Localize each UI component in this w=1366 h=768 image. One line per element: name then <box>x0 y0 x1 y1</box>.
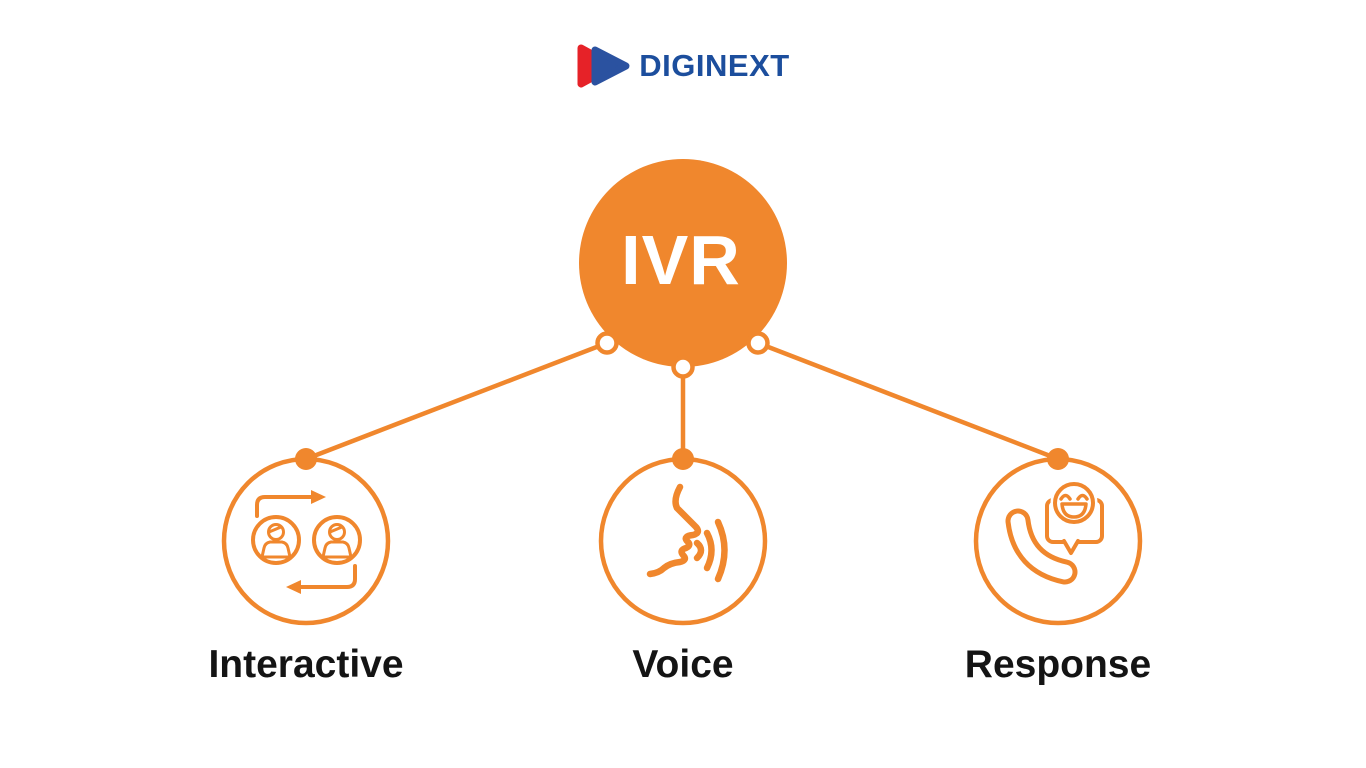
smiley-eye-right <box>1076 493 1089 501</box>
smiley-eye-left <box>1059 493 1072 501</box>
node-label-voice: Voice <box>632 643 734 686</box>
logo-triangle-blue <box>591 46 630 86</box>
face-profile-path <box>646 483 702 578</box>
node-label-response: Response <box>964 643 1152 686</box>
avatar-person-2 <box>312 515 362 565</box>
port-dot-right <box>746 331 770 355</box>
connector-line-left <box>305 340 608 462</box>
port-dot-left <box>595 331 619 355</box>
smiley-mouth <box>1060 502 1088 519</box>
arrow-right-head <box>311 490 326 504</box>
anchor-dot-interactive <box>295 448 317 470</box>
connector-line-right <box>757 340 1059 462</box>
voice-speech-icon <box>646 483 728 583</box>
anchor-dot-response <box>1047 448 1069 470</box>
sound-wave-large <box>714 518 728 583</box>
port-dot-middle <box>671 355 695 379</box>
node-circle-voice <box>598 456 768 626</box>
people-exchange-icon <box>251 490 362 594</box>
sound-wave-small <box>693 539 705 562</box>
anchor-dot-voice <box>672 448 694 470</box>
arrow-left-head <box>286 580 301 594</box>
root-node-label: IVR <box>621 221 741 299</box>
connector-lines <box>305 340 1059 462</box>
avatar-person-1 <box>251 515 301 565</box>
brand-logo: DIGINEXT <box>0 42 1366 90</box>
node-circle-interactive <box>221 456 391 626</box>
brand-logo-text: DIGINEXT <box>639 48 790 83</box>
sound-wave-medium <box>703 529 715 572</box>
node-label-interactive: Interactive <box>208 643 404 686</box>
speech-bubble-tail <box>1062 539 1080 555</box>
root-node-circle <box>579 159 787 367</box>
logo-play-triangles-icon <box>577 44 630 88</box>
root-port-dots <box>595 331 770 379</box>
phone-smiley-icon <box>1005 479 1104 585</box>
node-anchor-dots <box>295 448 1069 470</box>
